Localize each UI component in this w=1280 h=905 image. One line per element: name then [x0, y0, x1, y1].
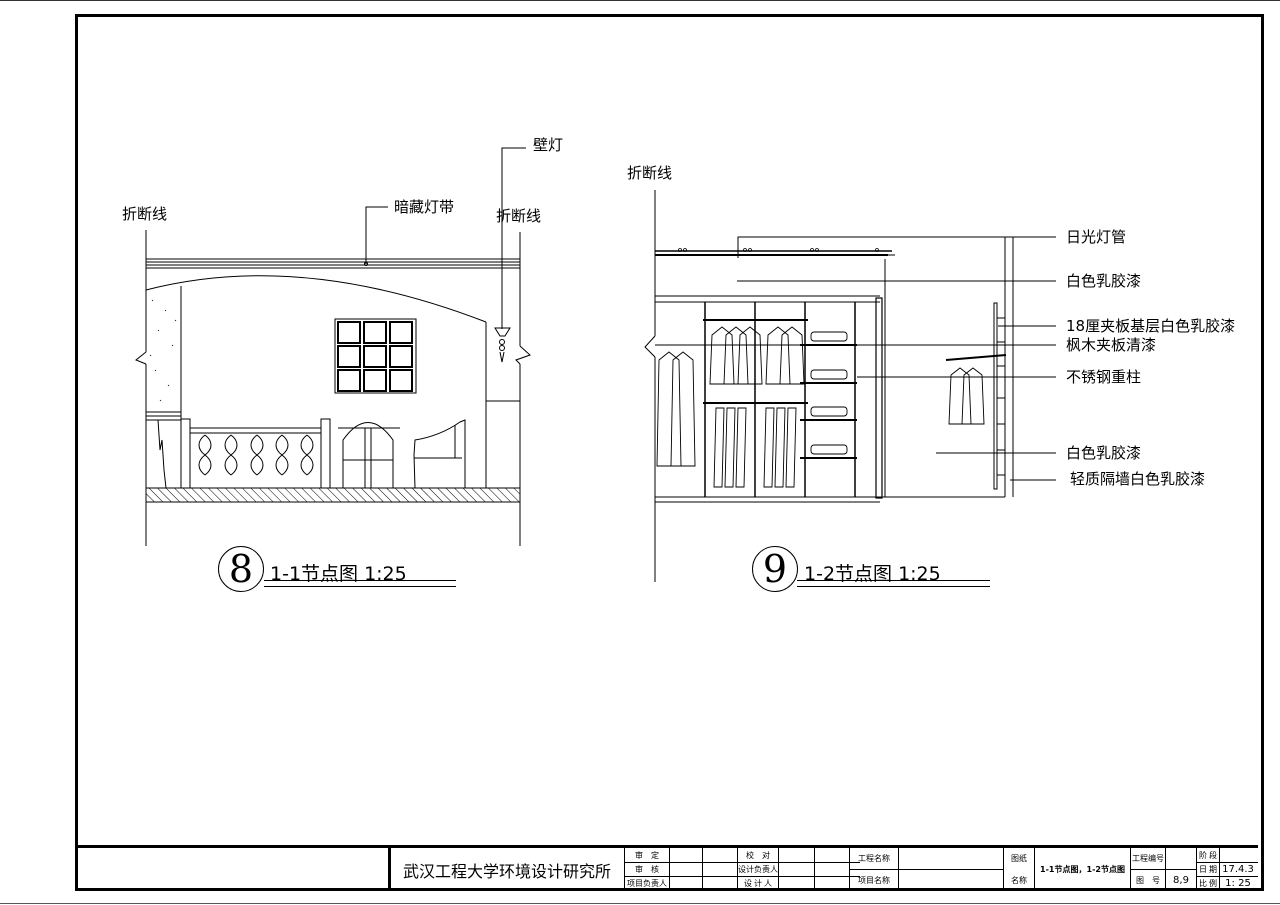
drawing-no: 8,9 — [1173, 874, 1189, 886]
divider — [624, 848, 625, 891]
role-check: 校 对 — [746, 850, 770, 860]
divider — [778, 848, 779, 891]
detail-9-title: 9 1-2节点图 1:25 — [752, 546, 941, 592]
label-break-line-9: 折断线 — [627, 164, 673, 182]
detail-8-drawing — [135, 147, 531, 546]
role-design-lead: 设计负责人 — [738, 864, 778, 874]
role-project-lead: 项目负责人 — [627, 879, 667, 888]
detail-9-drawing — [644, 190, 1056, 582]
label-wall-lamp: 壁灯 — [533, 136, 564, 154]
row-divider — [1196, 862, 1258, 863]
label-fluorescent-tube: 日光灯管 — [1066, 228, 1127, 246]
label-break-line-left: 折断线 — [122, 205, 168, 223]
project-no-label: 工程编号 — [1132, 854, 1164, 863]
detail-9-title-underline — [797, 580, 990, 587]
institution-name: 武汉工程大学环境设计研究所 — [402, 863, 611, 881]
row-divider — [624, 876, 860, 877]
drawing-label-2: 名称 — [1011, 875, 1027, 885]
divider — [1219, 848, 1220, 891]
divider — [1196, 848, 1197, 891]
project-name-label: 工程名称 — [858, 854, 890, 863]
divider — [669, 848, 670, 891]
detail-title-text: 1-1节点图 1:25 — [270, 562, 407, 585]
role-approve: 审 定 — [635, 850, 659, 860]
label-partition-wall: 轻质隔墙白色乳胶漆 — [1070, 470, 1206, 488]
scale-value: 1: 25 — [1225, 878, 1251, 889]
drawing-name: 1-1节点图，1-2节点图 — [1040, 865, 1125, 874]
row-divider — [1130, 869, 1196, 870]
divider — [1165, 848, 1166, 891]
divider — [388, 848, 391, 891]
item-name-label: 项目名称 — [858, 875, 890, 885]
detail-title-text: 1-2节点图 1:25 — [804, 562, 941, 585]
label-hidden-light-strip: 暗藏灯带 — [394, 198, 455, 216]
detail-8-title-underline — [264, 580, 456, 587]
row-divider — [1196, 876, 1258, 877]
row-divider — [624, 862, 860, 863]
date-value: 17.4.3 — [1222, 863, 1254, 875]
label-stainless-post: 不锈钢重柱 — [1066, 368, 1142, 386]
divider — [702, 848, 703, 891]
title-block: 武汉工程大学环境设计研究所 审 定 审 核 项目负责人 校 对 设计负责人 设 … — [78, 845, 1258, 891]
label-break-line-right: 折断线 — [496, 207, 542, 225]
label-white-latex-paint-top: 白色乳胶漆 — [1066, 272, 1142, 290]
sheet-bottom-edge — [0, 903, 1280, 904]
row-divider — [849, 869, 1003, 870]
detail-8-title: 8 1-1节点图 1:25 — [218, 546, 407, 592]
divider — [1003, 848, 1004, 891]
divider — [898, 848, 899, 891]
label-white-latex-paint-wall: 白色乳胶漆 — [1066, 444, 1142, 462]
date-label: 日 期 — [1199, 864, 1217, 874]
detail-number-badge: 8 — [218, 546, 264, 592]
stage-label: 阶 段 — [1199, 850, 1217, 860]
hanging-trousers — [713, 407, 797, 488]
scale-label: 比 例 — [1199, 879, 1217, 888]
drawing-no-label: 图 号 — [1136, 875, 1160, 885]
detail-number-badge: 9 — [752, 546, 798, 592]
drawing-label-1: 图纸 — [1011, 854, 1027, 863]
hanging-jackets — [656, 326, 985, 467]
divider — [1034, 848, 1035, 891]
divider — [737, 848, 738, 891]
role-designer: 设 计 人 — [744, 879, 772, 888]
label-maple-plywood: 枫木夹板清漆 — [1066, 336, 1157, 354]
sheet-top-edge — [0, 0, 1280, 1]
divider — [814, 848, 815, 891]
label-plywood-base: 18厘夹板基层白色乳胶漆 — [1066, 317, 1236, 335]
railing-scrollwork — [198, 434, 314, 476]
role-review: 审 核 — [635, 864, 659, 874]
